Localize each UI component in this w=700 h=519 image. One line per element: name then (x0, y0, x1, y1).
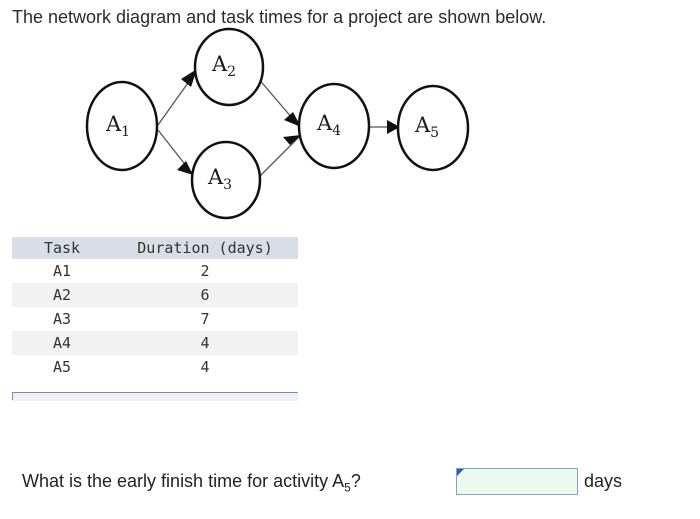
table-footer-divider (12, 392, 13, 400)
table-footer-bar (12, 392, 298, 401)
table-row: A5 4 (12, 355, 298, 379)
task-cell: A4 (12, 331, 112, 355)
task-cell: A3 (52, 310, 72, 328)
node-a1 (85, 80, 159, 172)
duration-cell: 4 (200, 358, 210, 376)
duration-cell: 6 (112, 283, 298, 307)
column-header-duration: Duration (days) (112, 237, 298, 259)
arrowhead-to-a4-from-a2 (284, 112, 301, 127)
table-row: A4 4 (12, 331, 298, 355)
duration-cell: 2 (200, 262, 210, 280)
task-cell: A2 (12, 283, 112, 307)
diagram-nodes (85, 27, 470, 220)
node-a4 (297, 82, 371, 170)
duration-cell: 4 (112, 331, 298, 355)
node-a2-label: A2 (211, 52, 236, 80)
arrowhead-to-a3 (177, 161, 193, 175)
intro-text: The network diagram and task times for a… (12, 7, 547, 27)
task-duration-table: Task Duration (days) A1 2 A2 6 A3 7 A4 4… (12, 237, 298, 379)
question-subscript: 5 (344, 480, 351, 495)
node-a3-label: A3 (207, 165, 232, 193)
question-text: What is the early finish time for activi… (22, 471, 361, 495)
question-suffix: ? (350, 471, 361, 491)
task-cell: A1 (52, 262, 72, 280)
units-label: days (584, 471, 623, 491)
duration-cell: 7 (200, 310, 210, 328)
node-a2 (193, 27, 265, 107)
table-row: A2 6 (12, 283, 298, 307)
node-a4-label: A4 (316, 111, 341, 139)
answer-flag-icon (457, 469, 464, 476)
task-cell: A5 (52, 358, 72, 376)
arrowhead-to-a5 (387, 120, 400, 134)
diagram-arrowheads (177, 69, 400, 175)
node-a3 (190, 140, 262, 220)
node-a5-label: A5 (414, 113, 439, 141)
node-a5 (396, 84, 470, 172)
table-row: A3 7 (12, 307, 298, 331)
edge-a3-a4 (258, 136, 300, 178)
question-prefix: What is the early finish time for activi… (22, 471, 345, 491)
arrowhead-to-a2 (181, 69, 197, 87)
table-row: A1 2 (12, 259, 298, 283)
node-a1-label: A1 (105, 112, 130, 140)
column-header-task: Task (12, 237, 112, 259)
table-header-row: Task Duration (days) (12, 237, 298, 259)
arrowhead-to-a4-from-a3 (283, 135, 301, 145)
answer-input[interactable] (456, 468, 578, 495)
